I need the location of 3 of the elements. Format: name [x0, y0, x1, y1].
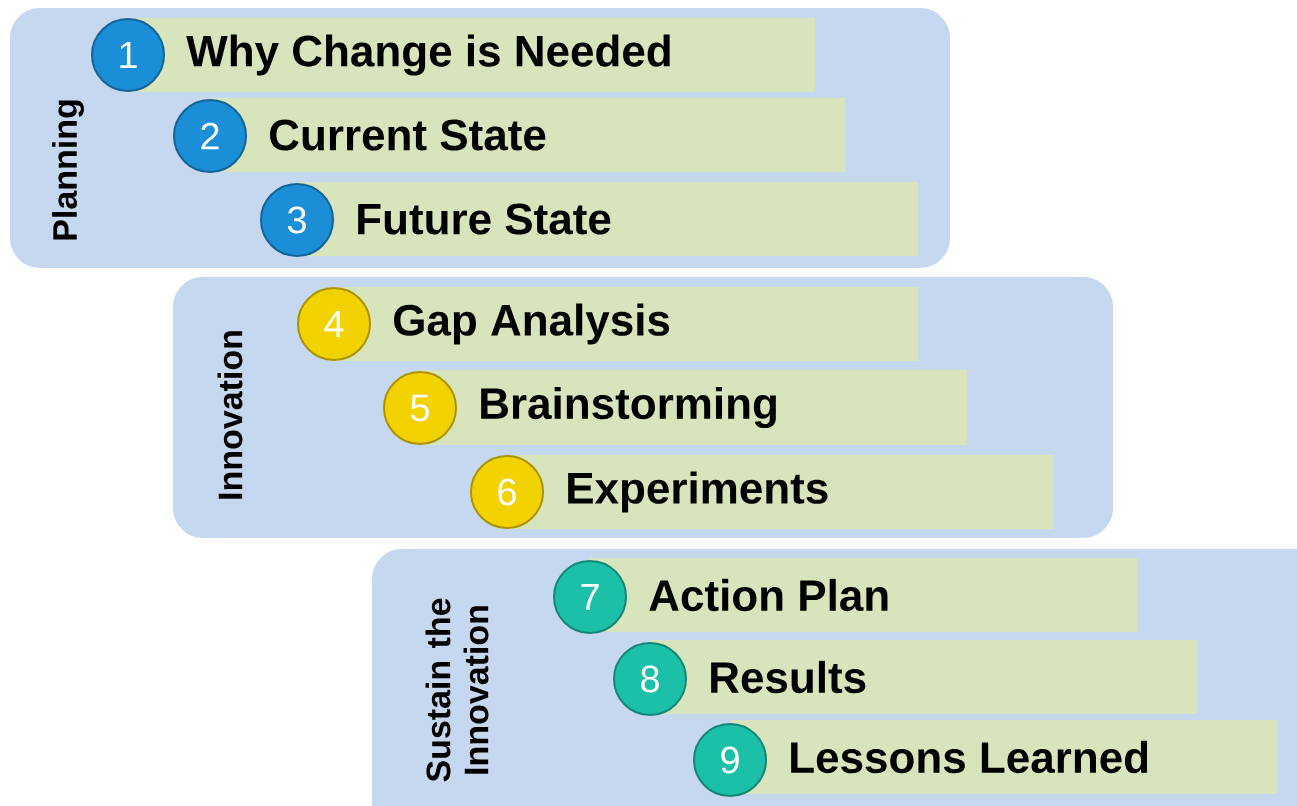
group-label: Planning [52, 100, 84, 240]
group-label: Innovation [217, 331, 243, 499]
group-label: Sustain the Innovation [425, 598, 489, 782]
